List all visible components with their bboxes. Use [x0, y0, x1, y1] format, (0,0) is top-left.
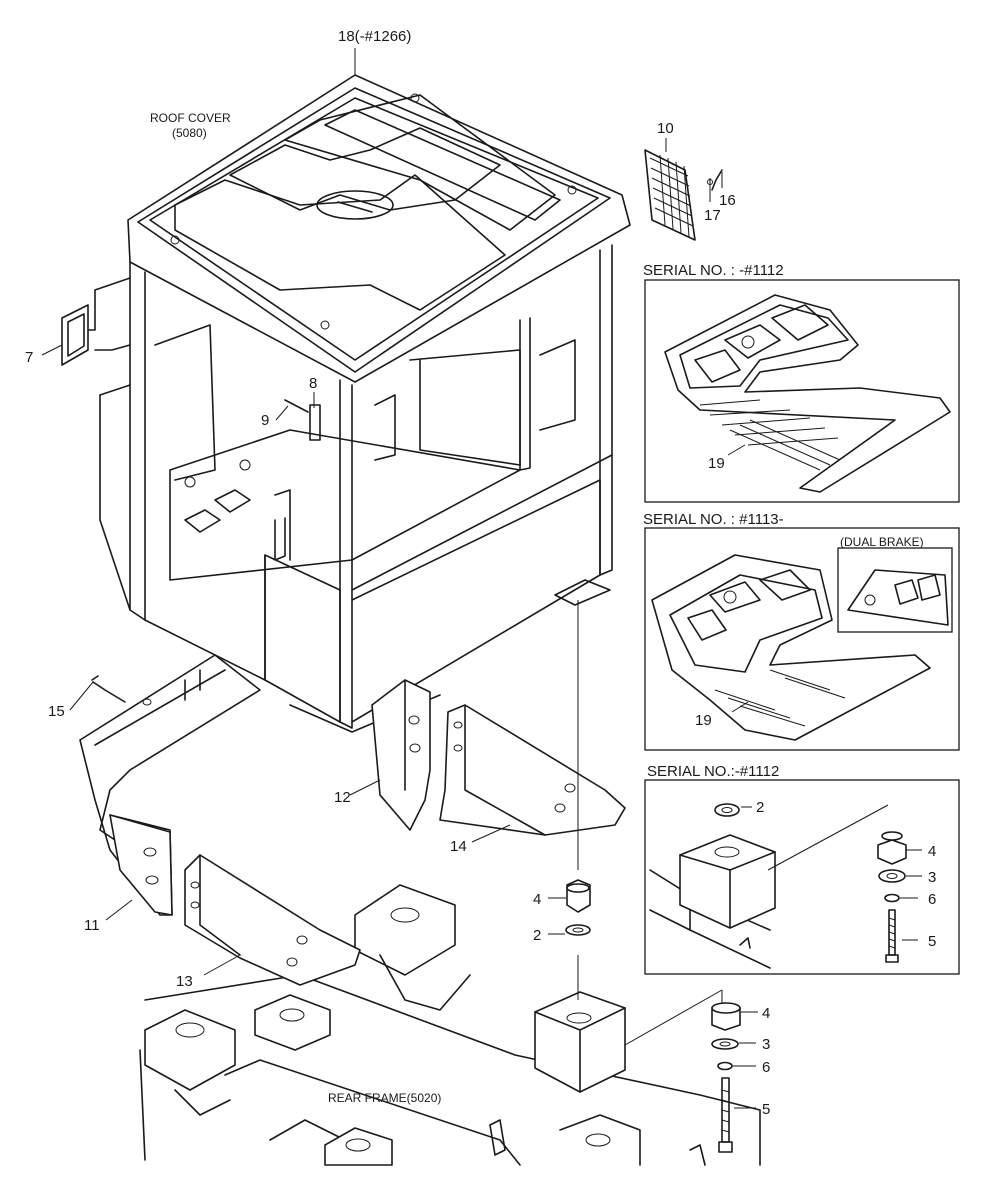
part-12-bracket	[371, 679, 431, 831]
leader-lines	[41, 48, 922, 1109]
callout-18: 18(-#1266)	[338, 28, 411, 45]
right-callout-6: 6	[762, 1059, 770, 1076]
inset-callout-4: 4	[928, 843, 936, 860]
callout-13: 13	[176, 973, 193, 990]
callout-17: 17	[704, 207, 721, 224]
rear-frame	[139, 884, 761, 1166]
mount-old	[649, 803, 907, 969]
right-callout-5: 5	[762, 1101, 770, 1118]
inset-callout-5: 5	[928, 933, 936, 950]
part-13-guard	[184, 854, 361, 986]
rear-frame-label: REAR FRAME(5020)	[328, 1091, 441, 1105]
right-mount-stack	[711, 990, 741, 1153]
dual-brake-label: (DUAL BRAKE)	[840, 535, 924, 549]
main-mount-stack	[565, 600, 591, 1000]
main-callout-2: 2	[533, 927, 541, 944]
part-7-mirror	[61, 277, 131, 366]
callout-10: 10	[657, 120, 674, 137]
right-callout-4: 4	[762, 1005, 770, 1022]
inset-callout-2: 2	[756, 799, 764, 816]
callout-19-new: 19	[695, 712, 712, 729]
right-callout-3: 3	[762, 1036, 770, 1053]
serial-label-mount-old: SERIAL NO.:-#1112	[647, 763, 779, 780]
callout-14: 14	[450, 838, 467, 855]
roof-cover-code: (5080)	[172, 126, 207, 140]
main-callout-4: 4	[533, 891, 541, 908]
inset-callout-6: 6	[928, 891, 936, 908]
callout-15: 15	[48, 703, 65, 720]
callout-7: 7	[25, 349, 33, 366]
callout-9: 9	[261, 412, 269, 429]
callout-11: 11	[84, 917, 100, 934]
dual-brake-panel	[837, 547, 953, 633]
serial-label-floor-new: SERIAL NO. : #1113-	[643, 511, 784, 528]
callout-8: 8	[309, 375, 317, 392]
roof-cover-label: ROOF COVER	[150, 111, 231, 125]
callout-12: 12	[334, 789, 351, 806]
part-14-bracket	[439, 704, 626, 836]
floor-mat-old	[664, 294, 951, 493]
serial-label-floor-old: SERIAL NO. : -#1112	[643, 262, 784, 279]
callout-19-old: 19	[708, 455, 725, 472]
callout-16: 16	[719, 192, 736, 209]
part-15-bolt	[91, 675, 126, 703]
inset-callout-3: 3	[928, 869, 936, 886]
part-11-guard	[79, 654, 261, 916]
part-10-filter	[644, 149, 723, 241]
cab-assembly	[99, 74, 631, 733]
floor-mat-new	[651, 554, 949, 741]
